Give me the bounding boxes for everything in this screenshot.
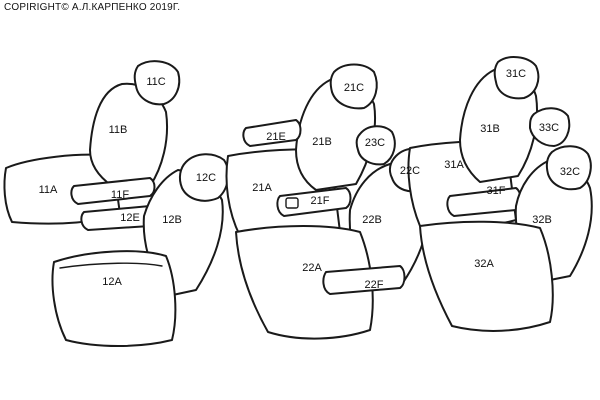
label-11f: 11F [111,189,129,201]
copyright-text: COPIRIGHT© А.Л.КАРПЕНКО 2019Г. [4,2,181,13]
label-31b: 31B [480,123,500,135]
label-22b: 22B [362,214,382,226]
label-22f: 22F [365,279,384,291]
label-31c: 31C [506,68,526,80]
seam-line [59,262,163,269]
seat-22f-armrest [322,265,406,295]
cup-holder [285,197,299,209]
seat-22a-cushion [235,225,374,340]
label-12c: 12C [196,172,216,184]
label-32b: 32B [532,214,552,226]
label-23c: 23C [365,137,385,149]
seat-23c-headrest [355,125,396,166]
rear-row-seats [407,56,593,332]
seat-21c-headrest [329,63,378,110]
label-31a: 31A [444,159,464,171]
seat-11b-backrest [89,82,168,187]
label-11b: 11B [109,124,128,136]
seat-33c-headrest [529,107,571,147]
label-22c: 22C [400,165,420,177]
seat-31c-headrest [493,56,540,100]
label-12e: 12E [120,212,140,224]
label-12a: 12A [102,276,122,288]
label-11c: 11C [146,76,165,88]
label-22a: 22A [302,262,322,274]
seat-21e-armrest [242,119,302,147]
label-21e: 21E [266,131,286,143]
label-32a: 32A [474,258,494,270]
label-33c: 33C [539,122,559,134]
seat-32c-headrest [545,145,592,191]
label-12b: 12B [162,214,182,226]
label-21f: 21F [311,195,330,207]
part-labels: 11C 11B 11A 11F 12E 12C 12B 12A 21C 21E … [39,68,581,291]
middle-row-seats [225,63,436,340]
label-21b: 21B [312,136,332,148]
seat-11c-headrest [133,60,181,106]
seat-12a-cushion [51,250,177,347]
seat-11f-armrest [70,177,156,205]
label-31f: 31F [487,185,506,197]
front-row-seats [3,60,230,347]
label-11a: 11A [39,184,58,196]
seat-21f-armrest [276,187,352,217]
label-21c: 21C [344,82,364,94]
label-32c: 32C [560,166,580,178]
label-21a: 21A [252,182,272,194]
seat-12c-headrest [178,153,230,202]
seat-32a-cushion [419,220,554,332]
